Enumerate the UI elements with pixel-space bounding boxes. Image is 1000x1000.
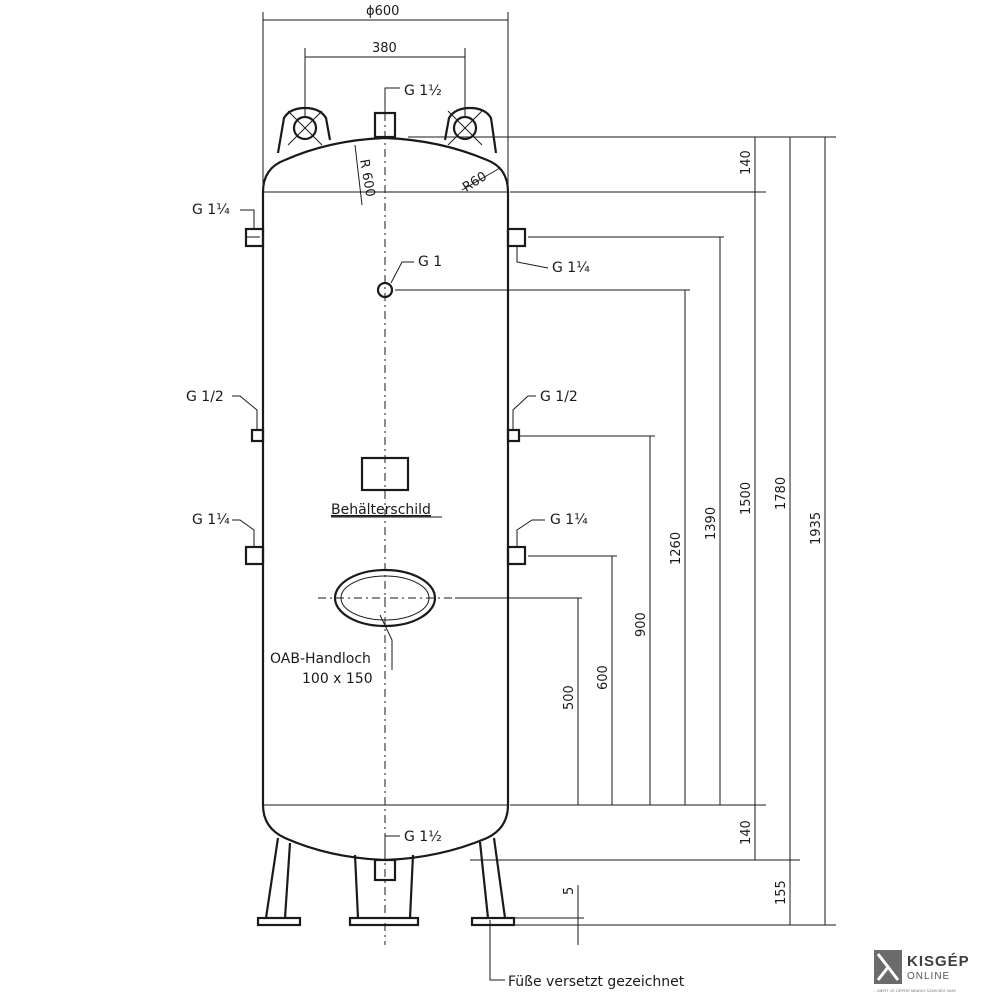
handhole-size: 100 x 150 — [302, 671, 373, 687]
port-left-upper — [240, 209, 265, 248]
port-bottom-label: G 1½ — [404, 829, 442, 845]
port-right-upper — [506, 227, 549, 269]
lifting-lug-right — [443, 106, 498, 154]
dome-radius-leader — [354, 144, 363, 206]
port-bottom — [373, 835, 400, 882]
diameter-dimension — [262, 12, 509, 192]
port-left-upper-label: G 1¼ — [192, 202, 230, 218]
port-left-lower — [232, 519, 265, 566]
port-center-label: G 1 — [418, 254, 442, 270]
watermark-name: KISGÉP — [907, 953, 970, 970]
port-top — [373, 87, 400, 139]
handhole — [318, 568, 455, 670]
handhole-label: OAB-Handloch — [270, 651, 371, 667]
nameplate — [360, 456, 410, 492]
dim-900: 900 — [634, 612, 649, 637]
port-right-mid-label: G 1/2 — [540, 389, 578, 405]
port-center — [376, 261, 414, 299]
dome-radius-label: R 600 — [356, 158, 377, 198]
dim-600: 600 — [596, 665, 611, 690]
dim-155: 155 — [774, 880, 789, 905]
nameplate-label: Behälterschild — [331, 502, 431, 518]
dim-140-bottom: 140 — [739, 820, 754, 845]
port-right-lower-label: G 1¼ — [550, 512, 588, 528]
lug-spacing-label: 380 — [372, 41, 397, 56]
dim-1780: 1780 — [774, 477, 789, 510]
feet-note-leader — [489, 920, 505, 981]
logo-mark — [874, 950, 902, 984]
foot-right — [470, 837, 516, 927]
dim-1390: 1390 — [704, 507, 719, 540]
knuckle-radius-label: R60 — [460, 169, 490, 195]
dim-1935: 1935 — [809, 512, 824, 545]
dim-140-top: 140 — [739, 150, 754, 175]
dim-1500: 1500 — [739, 482, 754, 515]
dim-5: 5 — [562, 887, 577, 895]
watermark-tagline: ...MERT JÓ GÉPRE MINDIG SZÜKSÉG VAN! — [874, 988, 956, 993]
port-left-mid-label: G 1/2 — [186, 389, 224, 405]
port-left-mid — [232, 395, 265, 443]
port-left-lower-label: G 1¼ — [192, 512, 230, 528]
port-right-lower — [506, 519, 545, 566]
dim-500: 500 — [562, 685, 577, 710]
foot-center — [348, 854, 420, 927]
watermark-sub: ONLINE — [907, 971, 950, 982]
dim-1260: 1260 — [669, 532, 684, 565]
port-right-upper-label: G 1¼ — [552, 260, 590, 276]
dim-lines — [577, 137, 826, 945]
lug-spacing-dimension — [304, 48, 466, 117]
feet-note: Füße versetzt gezeichnet — [508, 974, 685, 990]
extension-lines — [395, 136, 836, 926]
watermark-logo: KISGÉP ONLINE ...MERT JÓ GÉPRE MINDIG SZ… — [866, 940, 1000, 1000]
port-top-label: G 1½ — [404, 83, 442, 99]
port-right-mid — [506, 395, 536, 443]
knuckle-radius-leader — [461, 167, 501, 191]
foot-left — [256, 837, 302, 927]
diameter-label: ϕ600 — [366, 4, 399, 19]
